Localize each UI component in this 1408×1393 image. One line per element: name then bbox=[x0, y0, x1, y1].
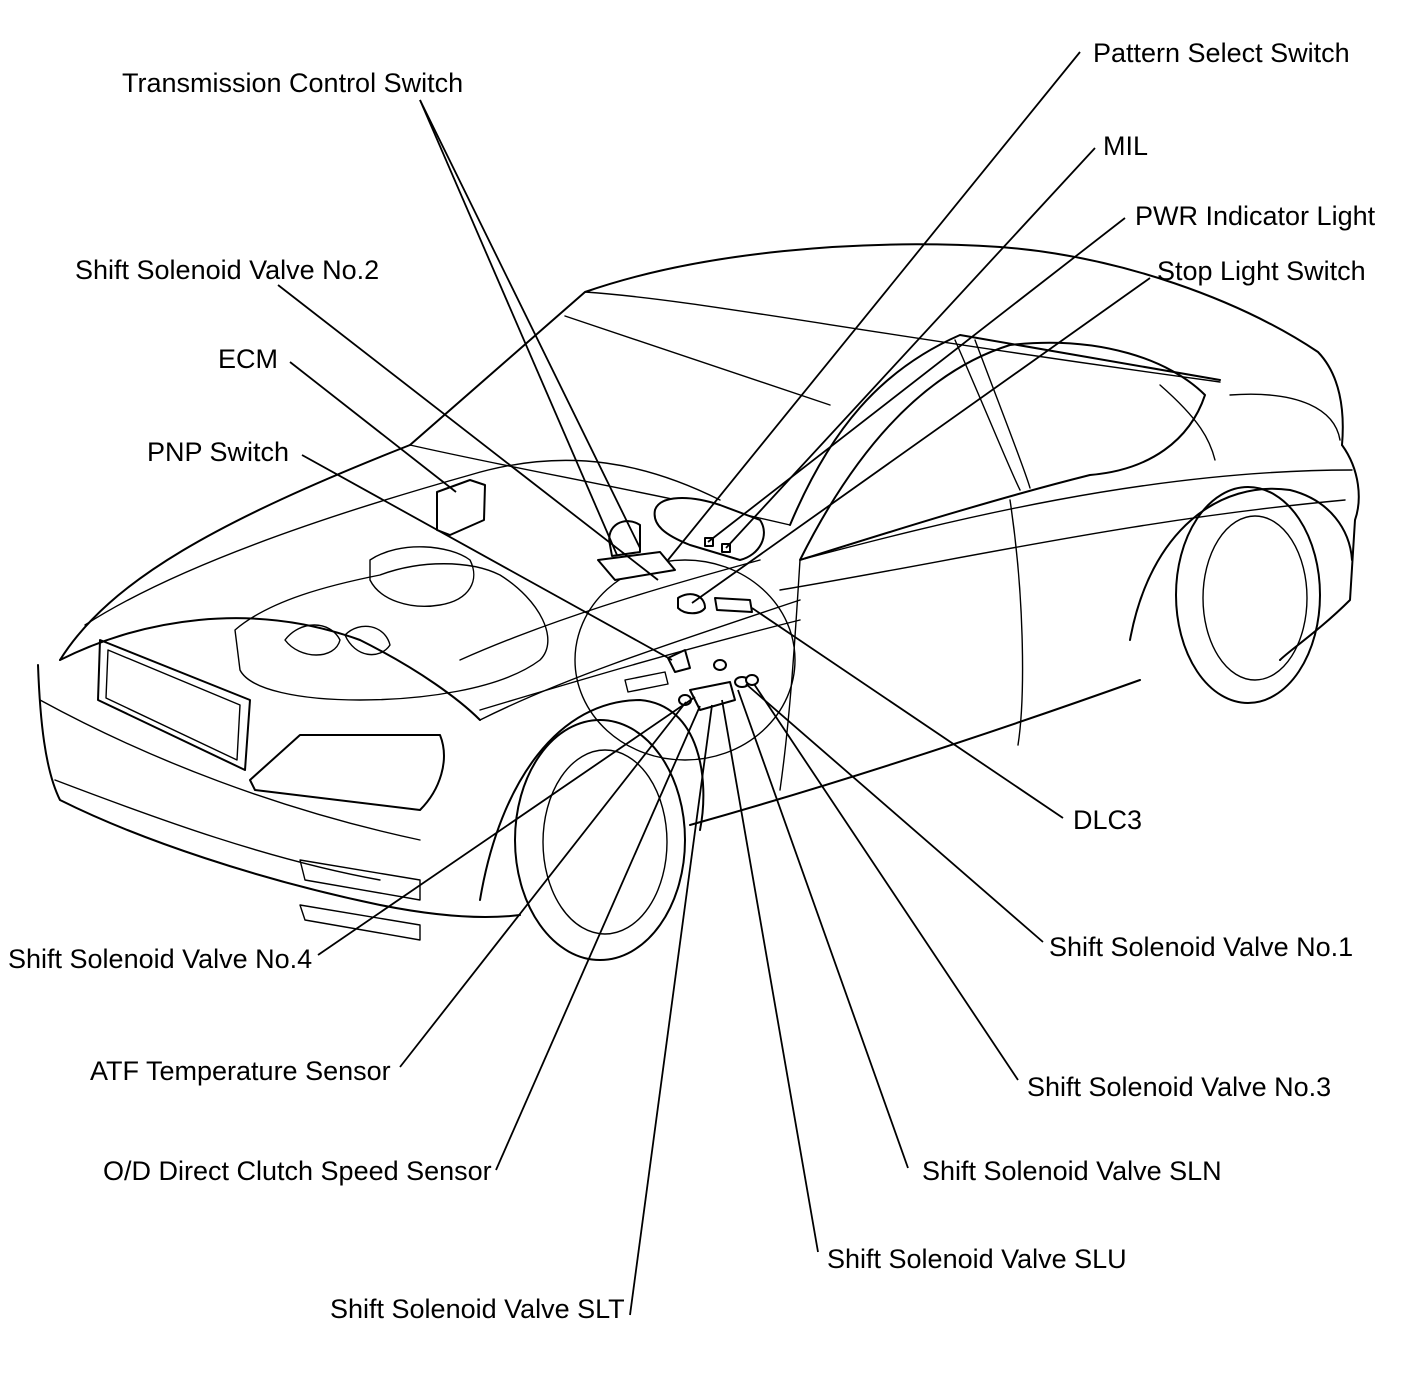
leader-atf-temperature-sensor bbox=[399, 701, 687, 1068]
leader-shift-solenoid-valve-no3 bbox=[753, 683, 1019, 1081]
label-shift-solenoid-valve-no2: Shift Solenoid Valve No.2 bbox=[75, 255, 379, 285]
cowl-line bbox=[479, 619, 801, 711]
label-shift-solenoid-valve-no3: Shift Solenoid Valve No.3 bbox=[1027, 1072, 1331, 1102]
engine-detail-2 bbox=[344, 625, 391, 656]
b-pillar bbox=[954, 339, 1021, 491]
leader-shift-solenoid-valve-slt bbox=[629, 704, 713, 1316]
label-shift-solenoid-valve-sln: Shift Solenoid Valve SLN bbox=[922, 1156, 1222, 1186]
a-pillar bbox=[789, 334, 1221, 526]
b-pillar-2 bbox=[974, 339, 1031, 489]
fog-light bbox=[299, 859, 421, 901]
instrument-cluster bbox=[653, 497, 765, 561]
label-od-direct-clutch-speed-sensor: O/D Direct Clutch Speed Sensor bbox=[103, 1156, 492, 1186]
rear-wheel-inner bbox=[1202, 515, 1308, 681]
door-front-edge bbox=[779, 559, 801, 791]
leader-pwr-indicator-light bbox=[707, 217, 1126, 543]
label-shift-solenoid-valve-no1: Shift Solenoid Valve No.1 bbox=[1049, 932, 1353, 962]
pnp-switch-unit bbox=[667, 649, 691, 673]
label-shift-solenoid-valve-slu: Shift Solenoid Valve SLU bbox=[827, 1244, 1127, 1274]
roof-inner-line bbox=[564, 315, 831, 406]
label-pwr-indicator-light: PWR Indicator Light bbox=[1135, 201, 1376, 231]
label-pnp-switch: PNP Switch bbox=[147, 437, 289, 467]
front-wheel-arch bbox=[479, 699, 705, 901]
engine-intake bbox=[369, 546, 475, 607]
leader-shift-solenoid-valve-no1 bbox=[745, 683, 1044, 943]
headlight bbox=[249, 734, 445, 811]
rear-body bbox=[1279, 444, 1360, 661]
fender-line bbox=[479, 599, 801, 721]
windshield-top bbox=[584, 291, 1221, 383]
leader-dlc3 bbox=[751, 607, 1064, 819]
ecm-unit bbox=[436, 479, 486, 536]
solenoid-no2-unit bbox=[713, 659, 727, 671]
side-line-mid bbox=[779, 499, 1346, 591]
label-stop-light-switch: Stop Light Switch bbox=[1157, 256, 1366, 286]
bumper-line-2 bbox=[54, 779, 381, 881]
transmission-cutaway bbox=[574, 559, 796, 761]
bumper-lower bbox=[299, 904, 421, 941]
label-shift-solenoid-valve-no4: Shift Solenoid Valve No.4 bbox=[8, 944, 312, 974]
front-wheel-outer bbox=[514, 719, 686, 961]
leader-pattern-select-switch bbox=[667, 51, 1081, 561]
leader-shift-solenoid-valve-slu bbox=[721, 699, 819, 1253]
leader-ecm bbox=[289, 361, 457, 493]
leader-shift-solenoid-valve-sln bbox=[737, 689, 909, 1169]
rear-quarter bbox=[1229, 393, 1341, 441]
components bbox=[436, 479, 765, 711]
side-line-upper bbox=[799, 469, 1353, 561]
label-mil: MIL bbox=[1103, 131, 1148, 161]
label-ecm: ECM bbox=[218, 344, 278, 374]
engine-block bbox=[234, 563, 549, 701]
solenoid-cluster bbox=[689, 681, 736, 711]
solenoid-no3-unit bbox=[745, 674, 759, 686]
side-rocker bbox=[689, 679, 1141, 826]
hood-front-edge bbox=[59, 617, 481, 721]
front-wheel-inner bbox=[542, 749, 668, 935]
side-window bbox=[799, 341, 1206, 561]
leader-pnp-switch bbox=[301, 454, 673, 661]
label-atf-temperature-sensor: ATF Temperature Sensor bbox=[90, 1056, 391, 1086]
grille-inner bbox=[105, 649, 241, 761]
labels: Pattern Select Switch Transmission Contr… bbox=[8, 38, 1376, 1324]
transmission-shaft bbox=[624, 671, 669, 693]
leader-od-direct-clutch-speed-sensor bbox=[495, 705, 701, 1171]
car-drawing bbox=[37, 243, 1360, 961]
rear-window-line bbox=[1159, 384, 1216, 461]
leader-transmission-control-switch-b bbox=[419, 99, 641, 549]
front-bumper bbox=[37, 664, 521, 918]
firewall-line bbox=[459, 559, 761, 661]
engine-detail-1 bbox=[284, 624, 341, 656]
label-transmission-control-switch: Transmission Control Switch bbox=[122, 68, 463, 98]
transmission-control-switch-unit bbox=[597, 551, 676, 581]
grille bbox=[97, 639, 251, 771]
leader-shift-solenoid-valve-no2 bbox=[277, 284, 659, 581]
label-shift-solenoid-valve-slt: Shift Solenoid Valve SLT bbox=[330, 1294, 625, 1324]
hood-crease bbox=[84, 459, 721, 626]
leader-shift-solenoid-valve-no4 bbox=[317, 696, 696, 956]
leader-stop-light-switch bbox=[691, 277, 1151, 604]
rear-wheel-outer bbox=[1175, 486, 1321, 704]
leader-lines bbox=[277, 51, 1151, 1316]
dlc3-unit bbox=[714, 597, 753, 613]
bumper-line-1 bbox=[39, 699, 421, 841]
label-dlc3: DLC3 bbox=[1073, 805, 1142, 835]
door-rear-edge bbox=[1009, 499, 1024, 746]
leader-transmission-control-switch-a bbox=[419, 99, 618, 556]
label-pattern-select-switch: Pattern Select Switch bbox=[1093, 38, 1350, 68]
rear-wheel-arch bbox=[1129, 487, 1353, 641]
